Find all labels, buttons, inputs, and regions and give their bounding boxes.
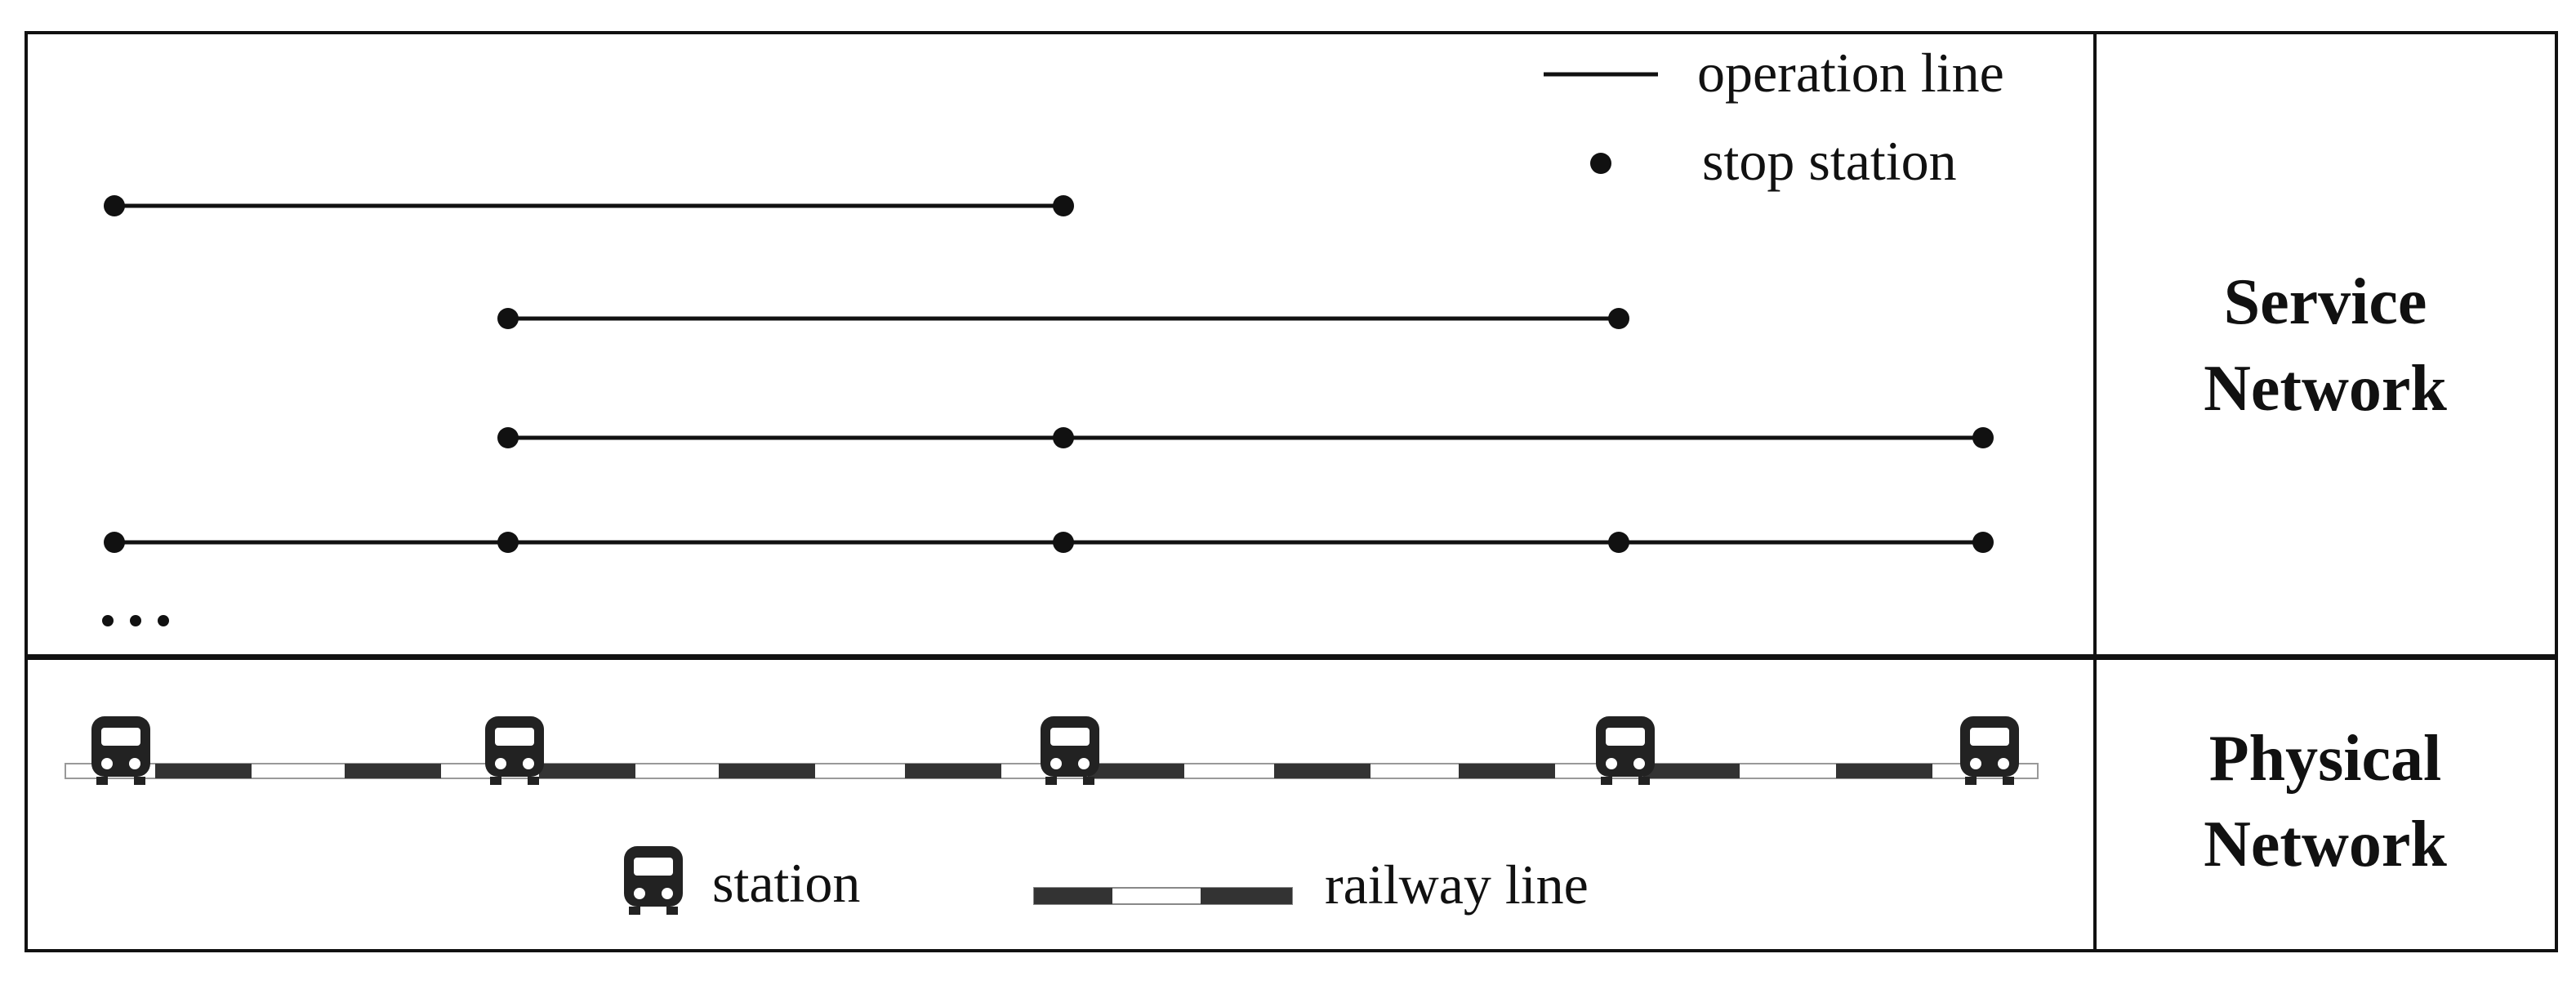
train-icon	[1041, 716, 1099, 785]
stop-station-legend-label: stop station	[1702, 130, 1957, 192]
railway-segment	[719, 764, 815, 778]
train-icon	[91, 716, 150, 785]
physical-network-panel	[25, 657, 2097, 952]
railway-segment	[539, 764, 635, 778]
operation-line-legend-label: operation line	[1697, 42, 2004, 104]
stop-station-dot	[497, 532, 519, 553]
stop-station-dot	[1608, 532, 1629, 553]
stop-station-dot	[1608, 308, 1629, 329]
stop-station-dot	[1053, 195, 1074, 216]
service-network-panel	[25, 31, 2097, 657]
railway-segment	[345, 764, 441, 778]
operation-line-2	[497, 308, 1629, 329]
service-network-label-2: Network	[2204, 353, 2447, 425]
railway-line-legend-label: railway line	[1325, 854, 1589, 916]
physical-legend: station railway line	[624, 846, 1589, 916]
physical-network-label-cell	[2093, 657, 2558, 952]
train-icon	[1960, 716, 2019, 785]
stop-station-dot	[497, 427, 519, 448]
station-legend-label: station	[712, 852, 860, 914]
diagram-frame	[25, 31, 2558, 952]
stop-station-dot	[1972, 427, 1994, 448]
service-legend: operation line stop station	[1544, 42, 2004, 192]
stop-station-dot	[497, 308, 519, 329]
stop-station-dot	[1053, 427, 1074, 448]
more-lines-ellipsis	[102, 615, 169, 626]
train-icon	[485, 716, 544, 785]
railway-segment	[155, 764, 252, 778]
service-network-label: Service	[2224, 266, 2427, 338]
train-icon	[1596, 716, 1655, 785]
railway-line-legend-symbol	[1033, 887, 1293, 905]
service-network-label-cell	[2093, 31, 2558, 657]
stop-station-dot	[1053, 532, 1074, 553]
railway-segment	[1274, 764, 1370, 778]
train-icon	[624, 846, 683, 915]
operation-line-4	[104, 532, 1994, 553]
railway-segment	[905, 764, 1001, 778]
operation-line-3	[497, 427, 1994, 448]
physical-network-label-2: Network	[2204, 809, 2447, 880]
railway-segment	[1643, 764, 1740, 778]
stop-station-dot	[104, 195, 125, 216]
railway-segment	[1459, 764, 1555, 778]
operation-lines	[104, 195, 1994, 553]
stop-station-dot	[1972, 532, 1994, 553]
stop-station-dot	[104, 532, 125, 553]
railway-segment	[1836, 764, 1932, 778]
physical-network-label: Physical	[2209, 723, 2441, 795]
stop-station-legend-symbol	[1590, 153, 1611, 174]
operation-line-1	[104, 195, 1074, 216]
railway-segment	[1088, 764, 1184, 778]
